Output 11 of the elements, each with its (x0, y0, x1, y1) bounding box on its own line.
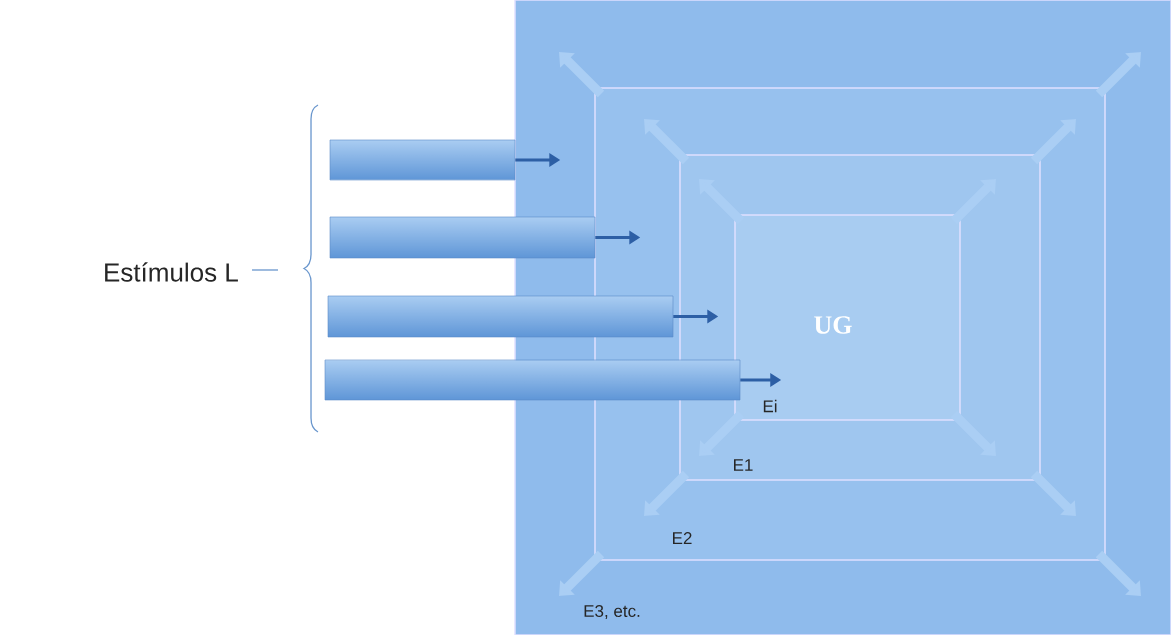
ring-label: Ei (763, 399, 777, 413)
group-label: Estímulos L (105, 262, 238, 282)
stimulus-bar (329, 139, 516, 181)
ring-label: E2 (673, 532, 692, 544)
region-label: UG (814, 316, 852, 334)
stimulus-bar (327, 295, 674, 338)
stimulus-bar (324, 359, 741, 401)
ring-box (734, 214, 961, 421)
ring-label: E3, etc. (584, 604, 640, 619)
stimulus-bar (329, 216, 596, 259)
ring-label: E1 (734, 459, 753, 471)
